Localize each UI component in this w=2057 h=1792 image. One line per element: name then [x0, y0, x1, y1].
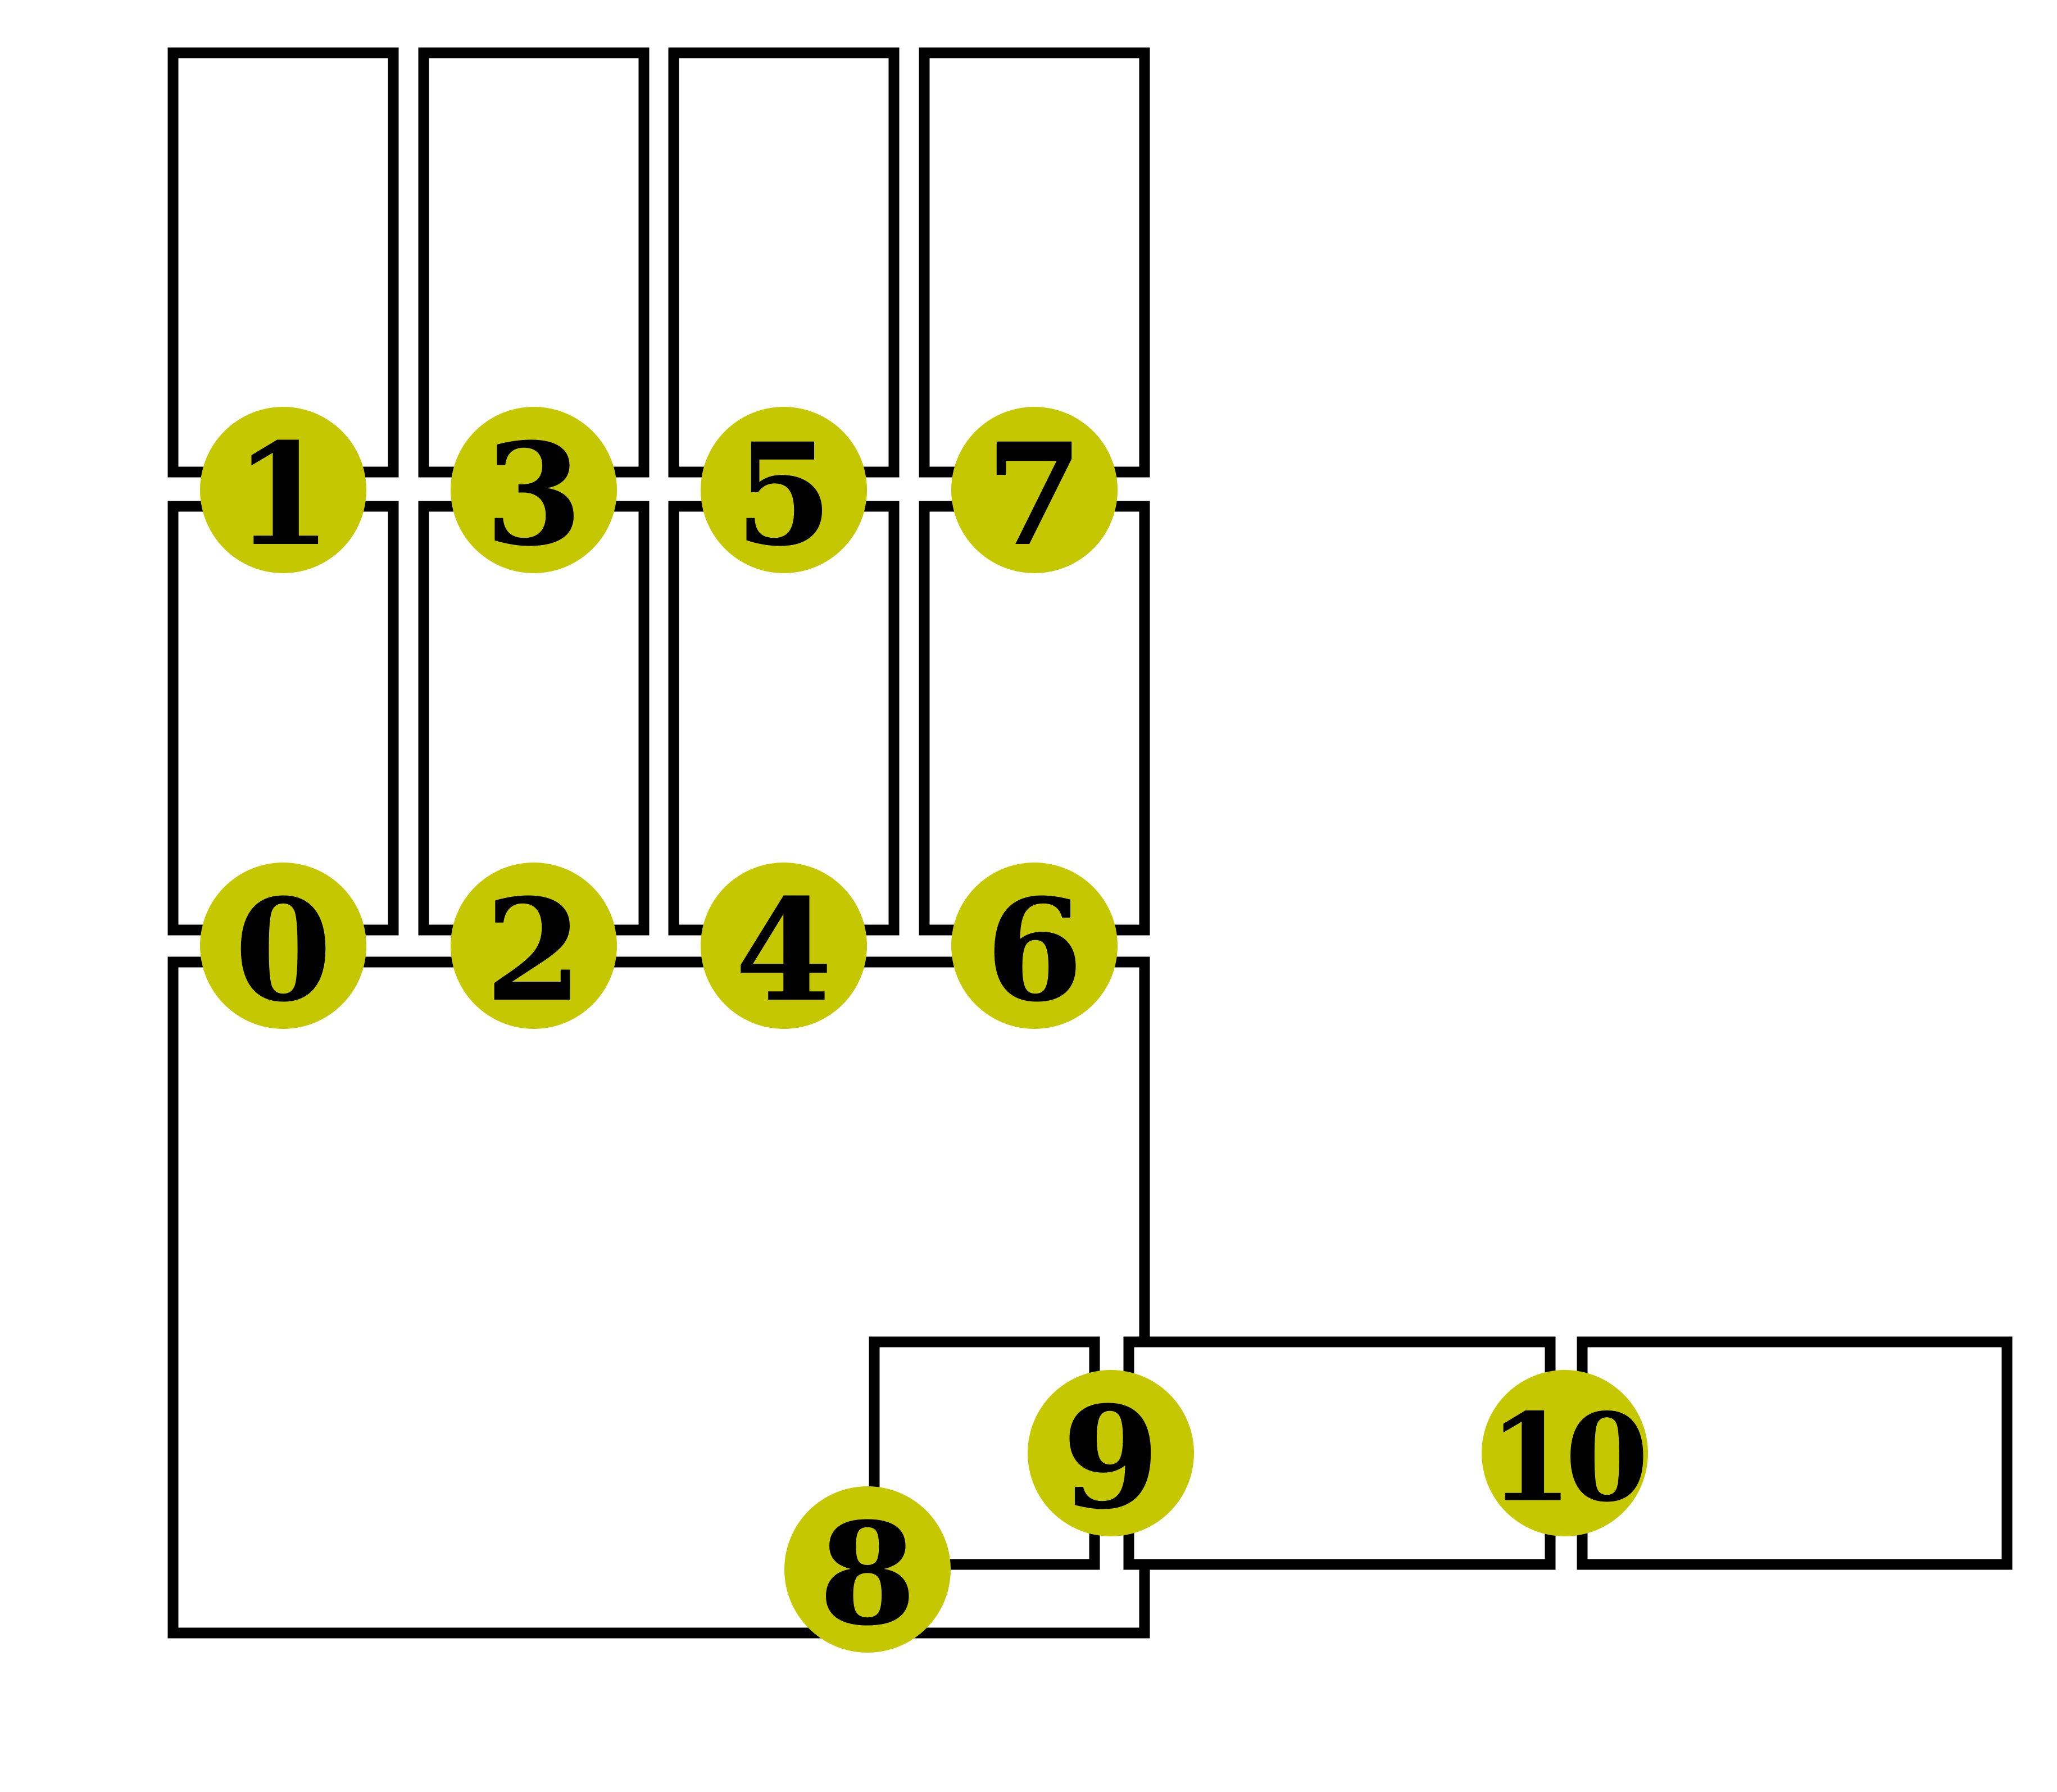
marker-5: 5: [701, 407, 867, 577]
marker-3-circle: [451, 407, 617, 573]
box-top-col4: [919, 47, 1150, 478]
marker-5-circle: [701, 407, 867, 573]
marker-7-label: 7: [986, 412, 1083, 577]
marker-0-label: 0: [234, 868, 332, 1033]
box-middle-col4: [919, 501, 1150, 936]
marker-5-label: 5: [735, 412, 833, 577]
box-top-col1: [167, 47, 399, 478]
box-wide-bottom-right: [1577, 1336, 2013, 1570]
marker-0: 0: [200, 863, 366, 1033]
marker-2-circle: [451, 863, 617, 1029]
marker-2: 2: [451, 863, 617, 1033]
marker-6-label: 6: [986, 868, 1083, 1033]
marker-6: 6: [951, 863, 1118, 1033]
marker-9-label: 9: [1062, 1375, 1160, 1540]
marker-7-circle: [951, 407, 1118, 573]
marker-8: 8: [784, 1486, 951, 1657]
box-middle-col2: [418, 501, 650, 936]
marker-7: 7: [951, 407, 1118, 577]
marker-1-circle: [200, 407, 366, 573]
marker-3: 3: [451, 407, 617, 577]
marker-3-label: 3: [485, 412, 583, 577]
marker-4: 4: [701, 863, 867, 1033]
marker-9: 9: [1028, 1370, 1194, 1540]
marker-1-label: 1: [234, 412, 332, 577]
marker-6-circle: [951, 863, 1118, 1029]
marker-4-label: 4: [735, 868, 833, 1033]
marker-9-circle: [1028, 1370, 1194, 1536]
marker-8-label: 8: [819, 1491, 916, 1657]
marker-0-circle: [200, 863, 366, 1029]
marker-4-circle: [701, 863, 867, 1029]
markers-layer: 0 1 2 3 4 5 6 7 89 10: [200, 407, 1651, 1657]
marker-1: 1: [200, 407, 366, 577]
marker-10-label: 10: [1488, 1387, 1643, 1529]
marker-10-circle: [1482, 1370, 1648, 1536]
marker-2-label: 2: [485, 868, 583, 1033]
marker-10: 10: [1482, 1370, 1651, 1536]
marker-8-circle: [784, 1486, 951, 1653]
